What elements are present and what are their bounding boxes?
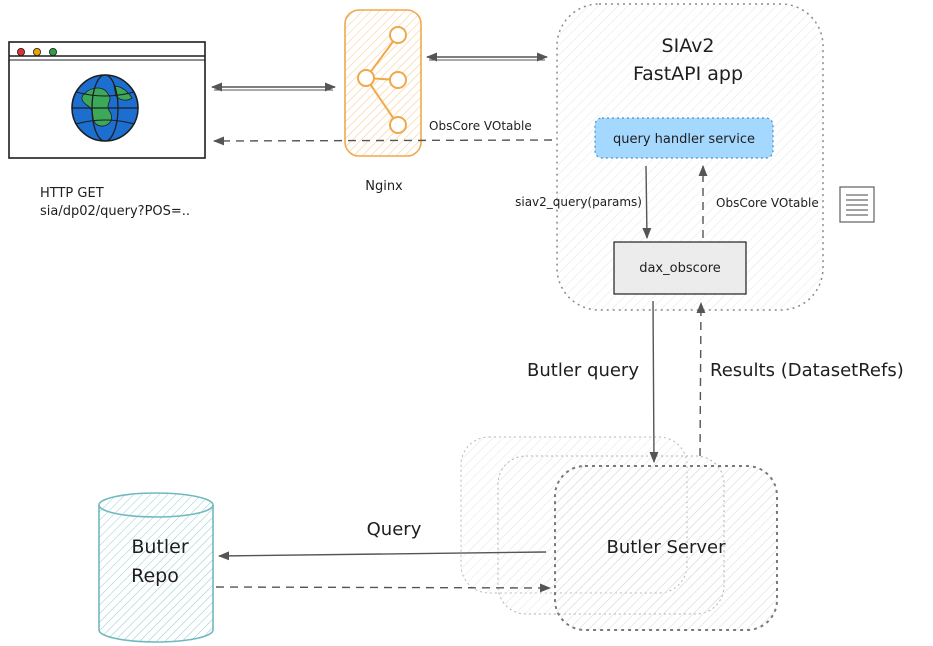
dax-obscore-box[interactable]: dax_obscore — [613, 241, 747, 295]
arrow-results — [696, 301, 706, 457]
butler-server-label: Butler Server — [606, 537, 726, 558]
app-title-line2: FastAPI app — [633, 63, 743, 85]
arrow-siav2-query — [642, 165, 652, 240]
butler-repo-label-line1: Butler — [131, 536, 188, 558]
butler-query-label: Butler query — [527, 360, 639, 381]
arrow-nginx-app — [425, 52, 549, 62]
arrow-response-to-browser — [212, 136, 553, 146]
request-line-2: sia/dp02/query?POS=.. — [40, 204, 190, 219]
document-icon — [839, 186, 875, 223]
siav2-query-label: siav2_query(params) — [515, 195, 642, 209]
repo-query-label: Query — [367, 519, 422, 540]
arrow-repo-query — [217, 551, 547, 561]
window-close-dot — [16, 48, 25, 57]
database-icon: Butler Repo — [98, 492, 214, 643]
arrow-browser-nginx — [210, 82, 337, 92]
request-line-1: HTTP GET — [40, 186, 104, 201]
window-minimize-dot — [33, 48, 42, 57]
app-response-label: ObsCore VOtable — [716, 196, 819, 210]
arrow-repo-results — [215, 583, 552, 593]
app-title-line1: SIAv2 — [662, 35, 715, 57]
nginx-icon — [344, 9, 422, 157]
nginx-label: Nginx — [365, 179, 403, 194]
butler-server[interactable]: Butler Server — [460, 436, 778, 631]
results-label: Results (DatasetRefs) — [710, 360, 904, 381]
dax-obscore-label: dax_obscore — [639, 261, 721, 276]
nginx-response-label: ObsCore VOtable — [429, 119, 532, 133]
globe-icon — [71, 74, 139, 142]
query-handler-service[interactable]: query handler service — [594, 117, 774, 159]
browser-window-icon — [8, 41, 206, 159]
query-handler-label: query handler service — [613, 132, 755, 147]
window-maximize-dot — [49, 48, 58, 57]
arrow-butler-query — [649, 300, 659, 464]
butler-repo-label-line2: Repo — [131, 565, 179, 587]
